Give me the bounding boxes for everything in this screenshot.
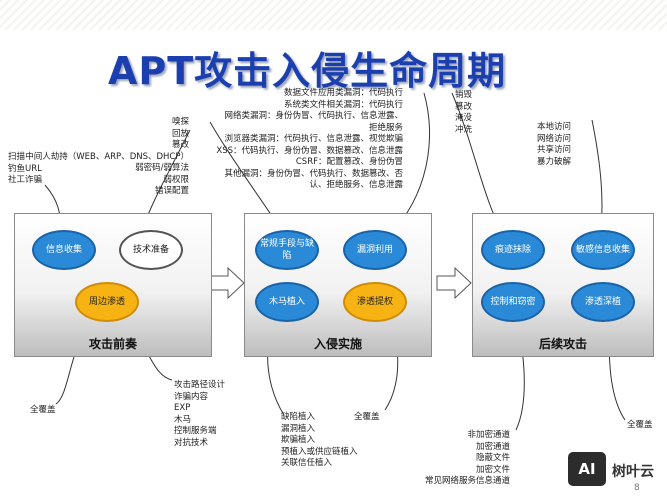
annot-stage2-bottom-left: 缺陷植入 漏洞植入 欺骗植入 预植入或供应链植入 关联信任植入	[281, 412, 358, 468]
annot-stage3-top-right: 本地访问 网络访问 共享访问 暴力破解	[537, 122, 572, 167]
annot-stage3-bottom-left: 非加密通道 加密通道 隐蔽文件 加密文件 常见网络服务信息通道	[424, 430, 510, 486]
node-info-gathering[interactable]: 信息收集	[32, 230, 96, 270]
logo-mark-icon: AI	[568, 452, 606, 486]
annot-stage1-top-left: 扫描 钓鱼URL 社工诈骗	[8, 152, 43, 185]
node-perimeter-pen[interactable]: 周边渗透	[75, 282, 139, 322]
node-vuln-exploit[interactable]: 漏洞利用	[343, 230, 407, 270]
node-control-exfil[interactable]: 控制和窃密	[481, 282, 545, 322]
node-deep-persistence[interactable]: 渗透深植	[571, 282, 635, 322]
annot-stage1-bottom-left: 全覆盖	[30, 405, 56, 415]
stage-intrusion: 常规手段与缺陷 漏洞利用 木马植入 渗透提权 入侵实施	[244, 213, 432, 357]
page-title: APT攻击入侵生命周期	[108, 49, 507, 93]
header-stripe	[0, 0, 667, 30]
node-trace-removal[interactable]: 痕迹抹除	[481, 230, 545, 270]
annot-stage2-top: 数据文件应用类漏洞：代码执行 系统类文件相关漏洞：代码执行 网络类漏洞：身份伪冒…	[216, 88, 403, 190]
arrow-stage2-to-3	[436, 266, 472, 300]
stage-label: 入侵实施	[313, 337, 362, 351]
annot-stage1-top-right: 嗅探 回放 篡改 中间人劫持（WEB、ARP、DNS、DHCP） 弱密码/弱算法…	[25, 117, 189, 196]
node-trojan-implant[interactable]: 木马植入	[255, 282, 319, 322]
stage-label: 后续攻击	[538, 337, 587, 351]
logo-text: 树叶云	[612, 464, 654, 480]
node-sensitive-info[interactable]: 敏感信息收集	[571, 230, 635, 270]
node-tech-prep[interactable]: 技术准备	[119, 230, 183, 270]
stage-follow-up: 痕迹抹除 敏感信息收集 控制和窃密 渗透深植 后续攻击	[472, 213, 654, 357]
annot-stage3-top-left: 销毁 篡改 淹没 冲洗	[455, 90, 473, 135]
node-conventional-means[interactable]: 常规手段与缺陷	[255, 230, 319, 270]
page-number: 8	[634, 483, 640, 493]
stage-attack-prelude: 信息收集 技术准备 周边渗透 攻击前奏	[14, 213, 212, 357]
arrow-stage1-to-2	[209, 266, 245, 300]
stage-label: 攻击前奏	[88, 337, 137, 351]
annot-stage3-bottom-right: 全覆盖	[627, 420, 653, 430]
annot-stage2-bottom-right: 全覆盖	[354, 412, 380, 422]
annot-stage1-bottom-right: 攻击路径设计 诈骗内容 EXP 木马 控制服务端 对抗技术	[174, 380, 226, 448]
node-privilege-escalation[interactable]: 渗透提权	[343, 282, 407, 322]
